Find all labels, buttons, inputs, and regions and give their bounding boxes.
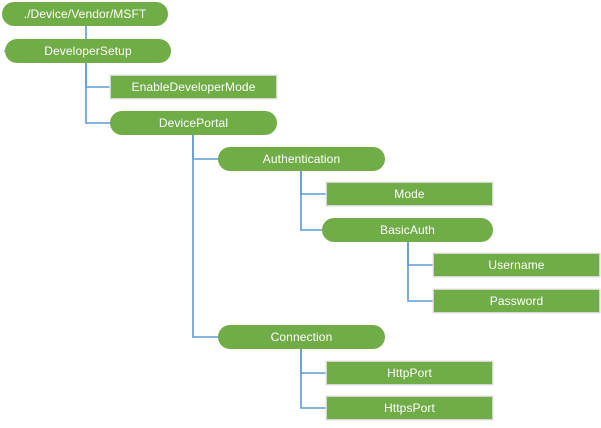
- node-username[interactable]: Username: [433, 253, 600, 277]
- node-connection[interactable]: Connection: [218, 325, 385, 349]
- connector-developersetup-to-deviceportal: [85, 62, 111, 124]
- node-developersetup[interactable]: DeveloperSetup: [5, 39, 171, 63]
- node-label-deviceportal: DevicePortal: [158, 116, 229, 130]
- connector-authentication-to-basicauth: [300, 170, 327, 231]
- connector-connection-to-httpport: [300, 348, 327, 374]
- node-label-root: ./Device/Vendor/MSFT: [23, 7, 147, 21]
- node-authentication[interactable]: Authentication: [218, 147, 385, 171]
- connector-connection-to-httpsport: [300, 348, 327, 409]
- connector-deviceportal-to-authentication: [192, 134, 219, 160]
- node-password[interactable]: Password: [433, 289, 600, 313]
- node-label-httpport: HttpPort: [387, 366, 432, 380]
- node-httpsport[interactable]: HttpsPort: [326, 396, 493, 420]
- connector-deviceportal-to-connection: [192, 134, 219, 338]
- node-enabledevelopermode[interactable]: EnableDeveloperMode: [110, 75, 277, 99]
- node-label-connection: Connection: [270, 330, 333, 344]
- node-httpport[interactable]: HttpPort: [326, 361, 493, 385]
- node-root[interactable]: ./Device/Vendor/MSFT: [2, 2, 168, 26]
- node-label-authentication: Authentication: [262, 152, 341, 166]
- node-label-httpsport: HttpsPort: [384, 401, 435, 415]
- node-label-mode: Mode: [394, 187, 425, 201]
- node-label-password: Password: [489, 294, 544, 308]
- node-label-enabledevelopermode: EnableDeveloperMode: [131, 80, 256, 94]
- node-deviceportal[interactable]: DevicePortal: [110, 111, 277, 135]
- node-label-basicauth: BasicAuth: [380, 223, 435, 237]
- connector-authentication-to-mode: [300, 170, 327, 195]
- connector-basicauth-to-password: [407, 241, 434, 302]
- connector-basicauth-to-username: [407, 241, 434, 266]
- node-mode[interactable]: Mode: [326, 182, 493, 206]
- node-label-developersetup: DeveloperSetup: [44, 44, 132, 58]
- node-basicauth[interactable]: BasicAuth: [322, 218, 493, 242]
- connector-developersetup-to-enabledevelopermode: [85, 62, 111, 88]
- node-label-username: Username: [488, 258, 545, 272]
